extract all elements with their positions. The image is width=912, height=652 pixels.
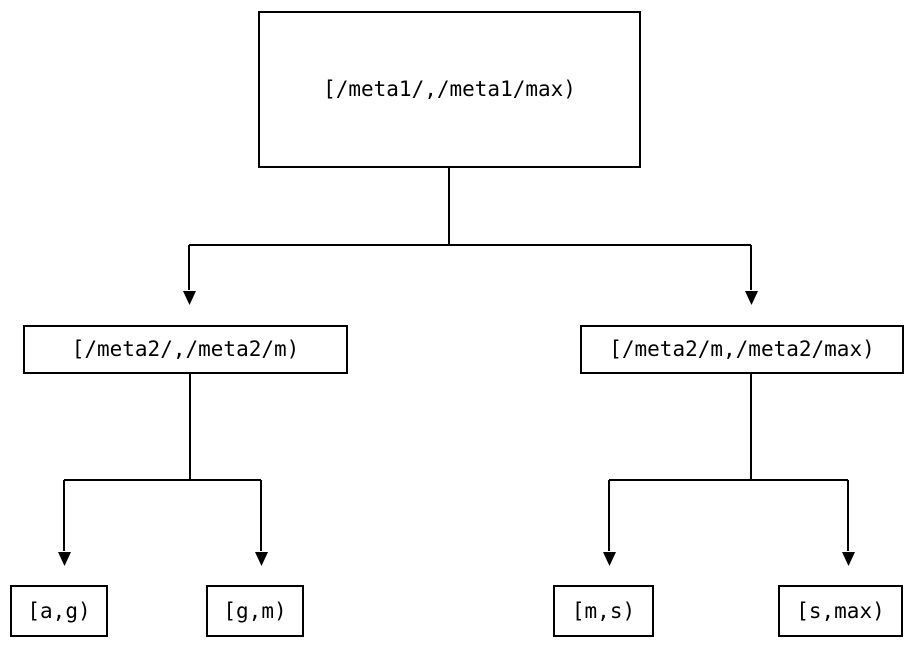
node-leaf-2-label: [g,m): [223, 598, 287, 623]
node-mid-right-label: [/meta2/m,/meta2/max): [609, 337, 875, 361]
arrowhead-mid-right-to-leaf-4: [842, 552, 855, 566]
node-leaf-1-label: [a,g): [27, 598, 91, 623]
node-leaf-1: [a,g): [10, 585, 108, 637]
node-root: [/meta1/,/meta1/max): [258, 11, 641, 168]
node-leaf-4-label: [s,max): [796, 598, 885, 623]
node-mid-left: [/meta2/,/meta2/m): [23, 325, 348, 374]
node-leaf-3-label: [m,s): [571, 598, 636, 623]
arrowhead-mid-left-to-leaf-1: [58, 552, 71, 566]
arrowhead-root-to-mid-left: [183, 291, 196, 305]
arrowhead-mid-left-to-leaf-2: [255, 552, 268, 566]
node-leaf-4: [s,max): [778, 585, 903, 637]
arrowhead-root-to-mid-right: [745, 291, 758, 305]
arrowhead-mid-right-to-leaf-3: [603, 552, 616, 566]
node-leaf-2: [g,m): [206, 585, 304, 637]
node-root-label: [/meta1/,/meta1/max): [323, 77, 576, 101]
node-mid-left-label: [/meta2/,/meta2/m): [71, 337, 300, 361]
node-leaf-3: [m,s): [553, 585, 654, 637]
node-mid-right: [/meta2/m,/meta2/max): [580, 325, 904, 374]
